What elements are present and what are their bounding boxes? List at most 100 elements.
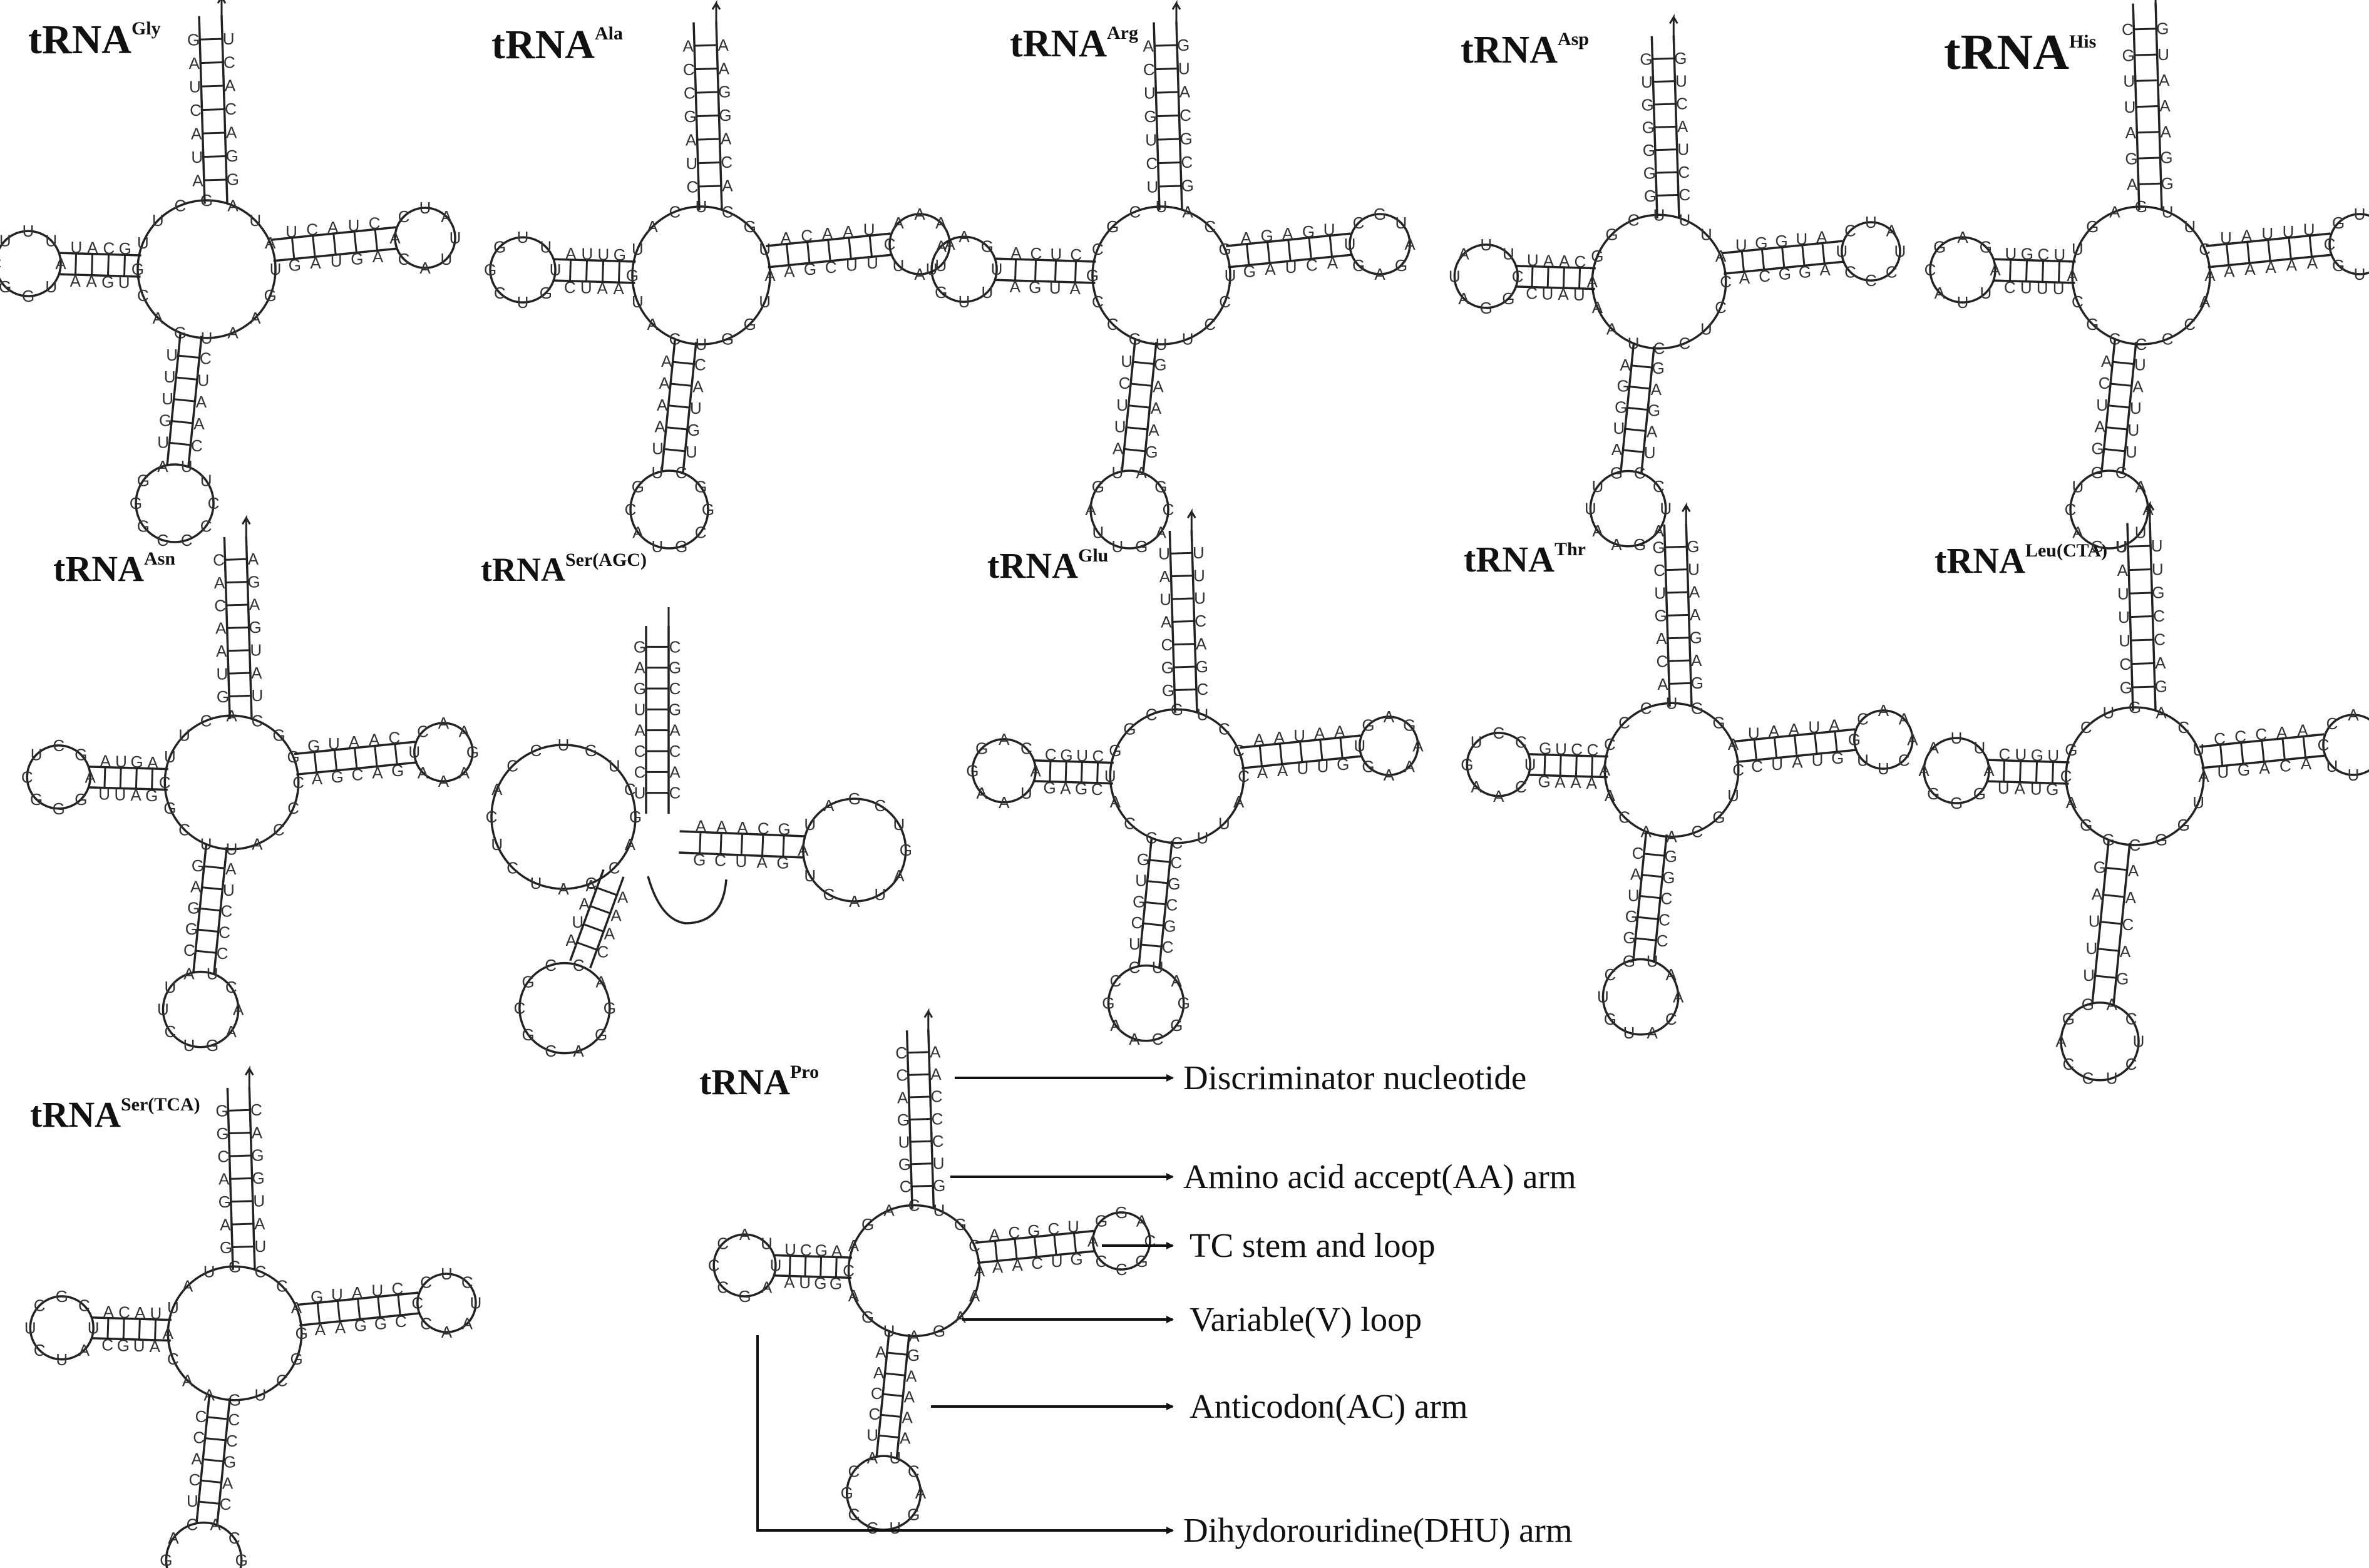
nucleotide: G <box>252 1169 265 1187</box>
nucleotide: A <box>1739 269 1750 287</box>
nucleotide: C <box>195 1407 207 1426</box>
nucleotide: A <box>130 786 141 804</box>
nucleotide: C <box>2199 240 2211 259</box>
nucleotide: C <box>2037 245 2049 264</box>
nucleotide: A <box>249 595 260 614</box>
nucleotide: A <box>935 213 947 232</box>
nucleotide: U <box>255 1237 267 1256</box>
nucleotide: G <box>192 856 204 875</box>
nucleotide: G <box>2031 746 2043 764</box>
nucleotide: G <box>694 478 707 496</box>
nucleotide: A <box>798 841 809 859</box>
nucleotide: U <box>759 240 771 259</box>
nucleotide: C <box>669 330 681 349</box>
nucleotide: A <box>1611 440 1623 459</box>
nucleotide: A <box>686 130 697 149</box>
nucleotide: U <box>1641 73 1653 91</box>
nucleotide: G <box>119 239 131 258</box>
nucleotide: A <box>1254 730 1265 749</box>
nucleotide: C <box>392 1279 404 1298</box>
nucleotide: U <box>203 1262 215 1281</box>
nucleotide: C <box>800 1241 812 1259</box>
nucleotide: C <box>395 1312 407 1331</box>
nucleotide: A <box>692 377 704 396</box>
nucleotide: A <box>150 1337 161 1356</box>
nucleotide: A <box>352 1283 363 1302</box>
nucleotide: U <box>1857 751 1869 769</box>
nucleotide: C <box>218 923 230 941</box>
nucleotide: U <box>253 1191 265 1210</box>
nucleotide: U <box>926 260 938 279</box>
nucleotide: G <box>290 1350 302 1368</box>
nucleotide: C <box>1195 612 1206 630</box>
nucleotide: G <box>1374 205 1386 223</box>
nucleotide: A <box>573 1042 584 1060</box>
nucleotide: C <box>1634 463 1646 482</box>
nucleotide: G <box>1604 1010 1616 1028</box>
nucleotide: U <box>517 228 529 247</box>
nucleotide: U <box>250 640 262 659</box>
nucleotide: A <box>822 224 833 243</box>
nucleotide: C <box>1152 1030 1164 1048</box>
nucleotide: U <box>70 238 82 257</box>
nucleotide: C <box>200 711 212 730</box>
nucleotide: U <box>530 874 542 893</box>
nucleotide: G <box>1674 49 1687 68</box>
nucleotide: U <box>1129 935 1141 953</box>
nucleotide: U <box>686 443 697 461</box>
nucleotide: G <box>1179 130 1192 148</box>
nucleotide: G <box>1196 657 1208 676</box>
nucleotide: C <box>137 286 149 305</box>
nucleotide: U <box>118 273 130 292</box>
nucleotide: A <box>1087 1232 1099 1251</box>
nucleotide: C <box>1131 913 1143 932</box>
nucleotide: G <box>117 1336 130 1355</box>
nucleotide: A <box>902 1408 913 1427</box>
nucleotide: G <box>2120 678 2132 697</box>
nucleotide: G <box>721 330 734 349</box>
nucleotide: C <box>669 679 681 698</box>
nucleotide: G <box>145 786 158 805</box>
nucleotide: U <box>686 154 697 173</box>
nucleotide: C <box>351 766 363 784</box>
nucleotide: C <box>101 1336 113 1355</box>
nucleotide: U <box>1613 419 1625 438</box>
nucleotide: G <box>101 272 114 291</box>
title-his: tRNAHis <box>1944 25 2096 80</box>
nucleotide: G <box>1115 1203 1128 1222</box>
nucleotide: U <box>2015 746 2027 764</box>
nucleotide: G <box>1623 928 1635 947</box>
nucleotide: A <box>1792 753 1803 772</box>
nucleotide: U <box>1144 83 1156 102</box>
nucleotide: C <box>545 1042 557 1060</box>
nucleotide: G <box>131 752 143 771</box>
nucleotide: U <box>1585 500 1596 518</box>
nucleotide: C <box>1886 262 1898 281</box>
nucleotide: A <box>976 784 987 802</box>
nucleotide: C <box>1238 767 1250 786</box>
nucleotide: G <box>2122 46 2134 64</box>
nucleotide: C <box>869 1405 881 1423</box>
title-gly: tRNAGly <box>28 17 161 63</box>
nucleotide: U <box>1050 245 1062 264</box>
nucleotide: G <box>1161 658 1174 677</box>
nucleotide: U <box>1623 1023 1635 1042</box>
nucleotide: A <box>716 817 727 836</box>
nucleotide: A <box>2015 779 2026 798</box>
nucleotide: G <box>1461 755 1473 774</box>
nucleotide: G <box>75 790 87 809</box>
nucleotide: A <box>848 1236 860 1255</box>
nucleotide: U <box>164 367 176 386</box>
nucleotide: C <box>1751 757 1763 776</box>
nucleotide: A <box>2132 377 2144 396</box>
nucleotide: C <box>848 1462 860 1480</box>
nucleotide: C <box>1515 733 1527 752</box>
nucleotide: U <box>450 228 461 247</box>
nucleotide: A <box>669 721 681 740</box>
nucleotide: C <box>486 807 498 826</box>
nucleotide: G <box>1154 356 1166 374</box>
nucleotide: G <box>287 747 299 766</box>
nucleotide: A <box>1990 260 2001 279</box>
nucleotide: A <box>100 752 111 771</box>
nucleotide: U <box>88 1318 100 1337</box>
